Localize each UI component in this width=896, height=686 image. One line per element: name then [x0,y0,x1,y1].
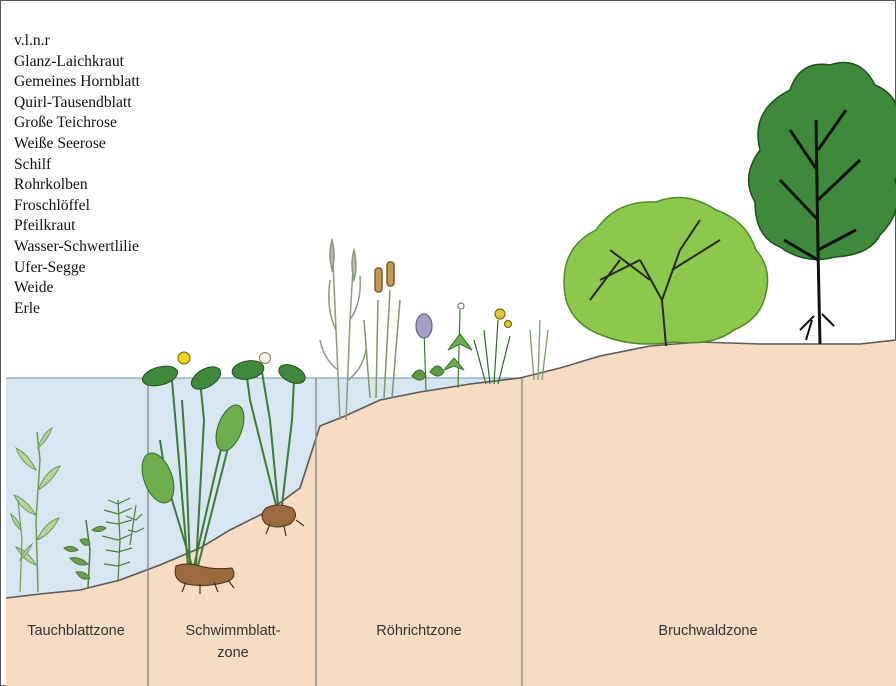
legend-item: Rohrkolben [14,175,140,196]
zone-label-schwimmblatt-line2: zone [217,645,248,661]
legend-item: Erle [14,299,140,320]
legend-item: Weide [14,278,140,299]
legend-item: Gemeines Hornblatt [14,72,140,93]
legend-item: Wasser-Schwertlilie [14,237,140,258]
zone-label-roehricht: Röhrichtzone [376,623,461,639]
zone-label-tauchblatt: Tauchblattzone [27,623,125,639]
legend-item: Quirl-Tausendblatt [14,93,140,114]
legend-item: Große Teichrose [14,113,140,134]
legend-item: Pfeilkraut [14,216,140,237]
legend-item: Ufer-Segge [14,258,140,279]
zone-label-bruchwald: Bruchwaldzone [658,623,757,639]
legend-item: Glanz-Laichkraut [14,52,140,73]
legend-item: Schilf [14,155,140,176]
legend-heading: v.l.n.r [14,31,140,52]
species-legend: v.l.n.r Glanz-Laichkraut Gemeines Hornbl… [14,31,140,319]
zone-label-schwimmblatt-line1: Schwimmblatt- [185,623,280,639]
legend-item: Froschlöffel [14,196,140,217]
legend-item: Weiße Seerose [14,134,140,155]
